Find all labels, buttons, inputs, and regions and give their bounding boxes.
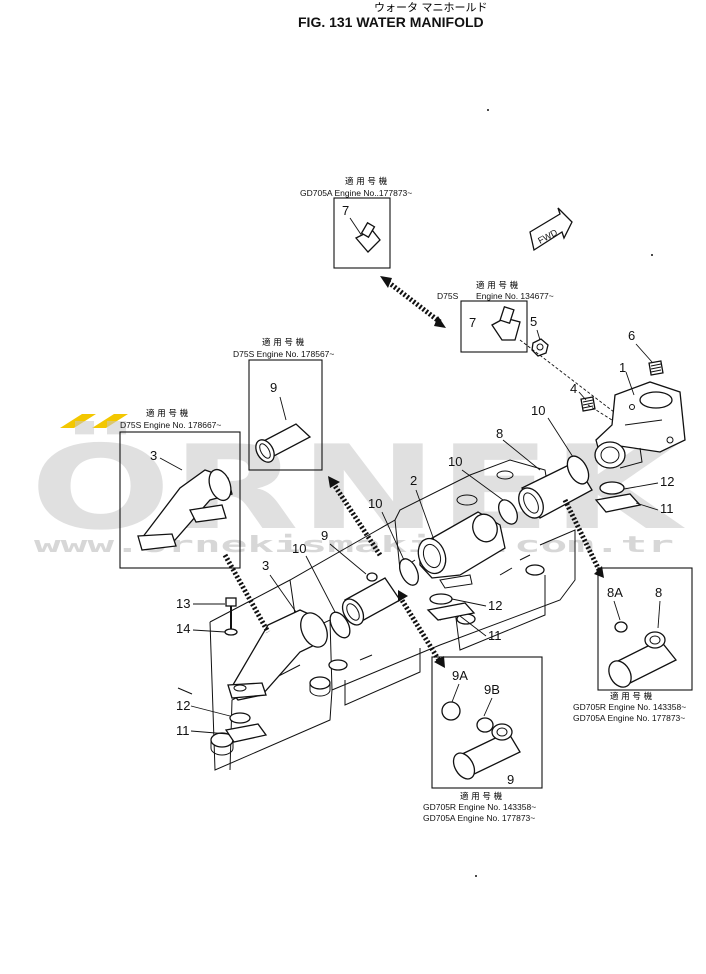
callout-9: 9 bbox=[321, 528, 328, 543]
part-11-gasket-icon bbox=[426, 602, 476, 621]
applicability-box-d75s-9: 適 用 号 機 D75S Engine No. 178567~ 9 bbox=[233, 337, 334, 471]
applicability-box-top: 適 用 号 機 GD705A Engine No..177873~ 7 bbox=[300, 176, 412, 269]
callout-9: 9 bbox=[507, 772, 514, 787]
part-8-pipe bbox=[608, 631, 678, 688]
applicability-box-8: 8A 8 適 用 号 機 GD705R Engine No. 143358~ G… bbox=[573, 567, 693, 723]
page-title: FIG. 131 WATER MANIFOLD bbox=[298, 14, 484, 30]
applicability-box-frame bbox=[119, 431, 241, 569]
part-1-manifold-housing bbox=[594, 381, 686, 469]
callout-14: 14 bbox=[176, 621, 190, 636]
applicability-box-d75s-3: 適 用 号 機 D75S Engine No. 178667~ 3 bbox=[119, 408, 241, 569]
callout-9B: 9B bbox=[484, 682, 500, 697]
applicability-line: D75S Engine No. 178567~ bbox=[233, 349, 334, 359]
part-10-o-ring-icon bbox=[329, 611, 351, 639]
part-5-nut-icon bbox=[531, 338, 549, 357]
applicability-line: GD705R Engine No. 143358~ bbox=[573, 702, 686, 712]
callout-10: 10 bbox=[368, 496, 382, 511]
part-3-elbow bbox=[227, 609, 328, 701]
applicability-line: GD705A Engine No..177873~ bbox=[300, 188, 412, 198]
applicability-box-frame bbox=[248, 359, 323, 471]
callout-10: 10 bbox=[448, 454, 462, 469]
callout-6: 6 bbox=[628, 328, 635, 343]
callout-3: 3 bbox=[262, 558, 269, 573]
applicability-line: D75S Engine No. 178667~ bbox=[120, 420, 221, 430]
part-12-gasket-icon bbox=[429, 593, 453, 605]
applicability-box-frame bbox=[460, 300, 528, 353]
part-14-washer-icon bbox=[224, 628, 238, 636]
applicability-line: GD705A Engine No. 177873~ bbox=[423, 813, 535, 823]
part-13-bolt-icon bbox=[225, 597, 237, 632]
callout-11: 11 bbox=[488, 628, 502, 643]
callout-10: 10 bbox=[531, 403, 545, 418]
part-12-gasket-icon bbox=[229, 712, 251, 724]
applicability-line: Engine No. 134677~ bbox=[476, 291, 554, 301]
callout-7: 7 bbox=[469, 315, 476, 330]
callout-11: 11 bbox=[176, 723, 190, 738]
part-11-gasket-icon bbox=[594, 493, 642, 513]
callout-5: 5 bbox=[530, 314, 537, 329]
applicability-jp-label: 適 用 号 機 bbox=[610, 691, 653, 702]
callout-12: 12 bbox=[660, 474, 674, 489]
part-9a-plug-icon bbox=[441, 701, 461, 721]
applicability-model: D75S bbox=[437, 291, 459, 301]
part-10-o-ring-icon bbox=[566, 455, 590, 485]
engine-head-outline bbox=[209, 459, 576, 771]
title-japanese: ウォータ マニホールド bbox=[374, 1, 488, 14]
applicability-jp-label: 適 用 号 機 bbox=[262, 337, 305, 348]
callout-1: 1 bbox=[619, 360, 626, 375]
part-3-elbow bbox=[137, 468, 233, 551]
callout-12: 12 bbox=[488, 598, 502, 613]
callouts-main: 1 6 5 4 10 8 10 12 11 2 10 9 10 3 12 11 … bbox=[176, 314, 674, 738]
applicability-box-frame bbox=[597, 567, 693, 691]
part-7-sensor-icon bbox=[491, 305, 521, 341]
fwd-arrow-icon: FWD bbox=[529, 207, 573, 252]
callout-3: 3 bbox=[150, 448, 157, 463]
part-11-gasket-icon bbox=[224, 723, 268, 743]
callout-8A: 8A bbox=[607, 585, 623, 600]
part-4-plug-icon bbox=[580, 396, 596, 412]
callout-8: 8 bbox=[496, 426, 503, 441]
part-6-plug-icon bbox=[648, 360, 664, 376]
part-2-manifold-center bbox=[417, 511, 506, 589]
part-12-gasket-icon bbox=[599, 481, 625, 495]
watermark-accent-right bbox=[92, 414, 128, 428]
part-10-o-ring-icon bbox=[398, 558, 420, 586]
applicability-box-frame bbox=[333, 197, 391, 269]
applicability-jp-label: 適 用 号 機 bbox=[146, 408, 189, 419]
callout-7: 7 bbox=[342, 203, 349, 218]
part-8a-plug-icon bbox=[614, 621, 628, 633]
watermark-accent-left bbox=[60, 414, 96, 428]
applicability-jp-label: 適 用 号 機 bbox=[476, 280, 519, 291]
applicability-box-9b: 9A 9B 9 適 用 号 機 GD705R Engine No. 143358… bbox=[423, 656, 543, 823]
callout-12: 12 bbox=[176, 698, 190, 713]
applicability-line: GD705R Engine No. 143358~ bbox=[423, 802, 536, 812]
assembly-arrows bbox=[222, 276, 604, 668]
part-9b-washer-icon bbox=[476, 717, 494, 733]
applicability-box-d75s-7: 適 用 号 機 D75S Engine No. 134677~ 7 bbox=[437, 280, 554, 353]
part-9-pipe bbox=[452, 723, 521, 780]
callout-11: 11 bbox=[660, 501, 674, 516]
core-plug-icon bbox=[210, 564, 545, 756]
applicability-jp-label: 適 用 号 機 bbox=[460, 791, 503, 802]
callout-8: 8 bbox=[655, 585, 662, 600]
callout-9: 9 bbox=[270, 380, 277, 395]
callout-2: 2 bbox=[410, 473, 417, 488]
callout-10: 10 bbox=[292, 541, 306, 556]
callout-4: 4 bbox=[570, 381, 577, 396]
part-10-o-ring-icon bbox=[498, 499, 518, 525]
callout-9A: 9A bbox=[452, 668, 468, 683]
part-9-plug-icon bbox=[366, 572, 378, 582]
callout-13: 13 bbox=[176, 596, 190, 611]
applicability-box-frame bbox=[431, 656, 543, 789]
applicability-jp-label: 適 用 号 機 bbox=[345, 176, 388, 187]
applicability-line: GD705A Engine No. 177873~ bbox=[573, 713, 685, 723]
watermark-url: www.ornekismakina.com.tr bbox=[34, 533, 674, 558]
part-7-sensor-icon bbox=[354, 221, 381, 253]
part-9-pipe bbox=[255, 423, 312, 463]
part-9-pipe bbox=[341, 577, 401, 626]
